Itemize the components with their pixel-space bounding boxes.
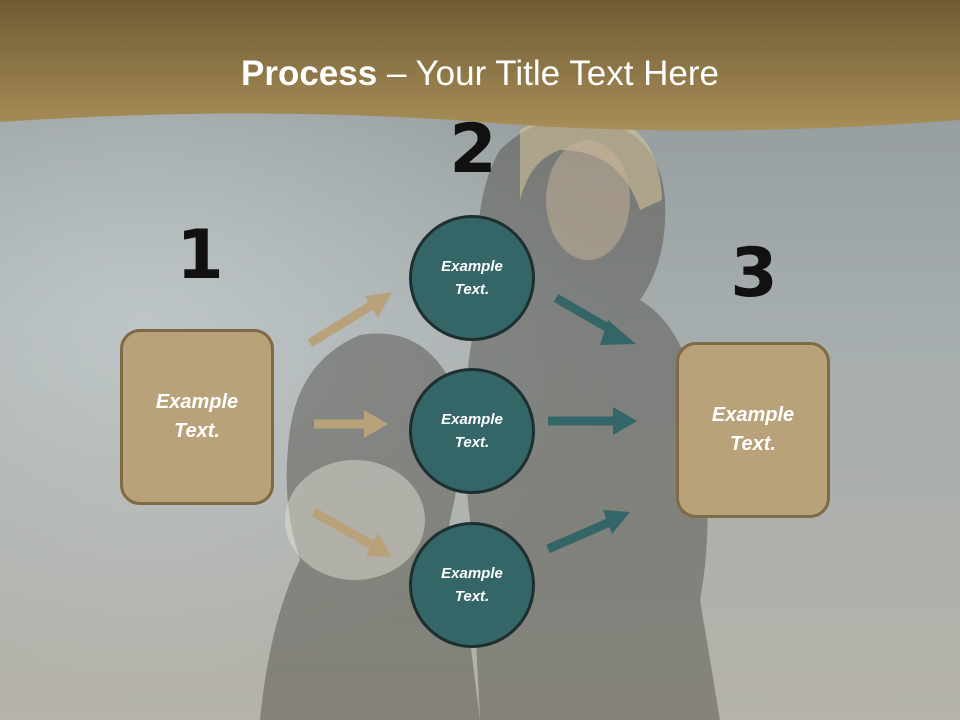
- circle-node-middle: Example Text.: [409, 368, 535, 494]
- circle-node-top: Example Text.: [409, 215, 535, 341]
- right-process-box: Example Text.: [676, 342, 830, 518]
- arrow-to-bottom-circle: [311, 508, 392, 557]
- step-number-3: 3: [730, 234, 778, 313]
- arrow-to-middle-circle: [314, 410, 388, 438]
- title-bold: Process: [241, 54, 378, 93]
- arrow-from-bottom-circle: [546, 510, 630, 554]
- step-number-2: 2: [449, 110, 497, 189]
- arrow-to-top-circle: [307, 292, 392, 347]
- arrow-from-top-circle: [553, 294, 636, 345]
- slide-title: Process – Your Title Text Here: [0, 52, 960, 96]
- circle-node-bottom: Example Text.: [409, 522, 535, 648]
- left-process-box: Example Text.: [120, 329, 274, 505]
- arrow-from-middle-circle: [548, 407, 637, 435]
- title-rest: – Your Title Text Here: [377, 54, 719, 93]
- step-number-1: 1: [176, 216, 224, 295]
